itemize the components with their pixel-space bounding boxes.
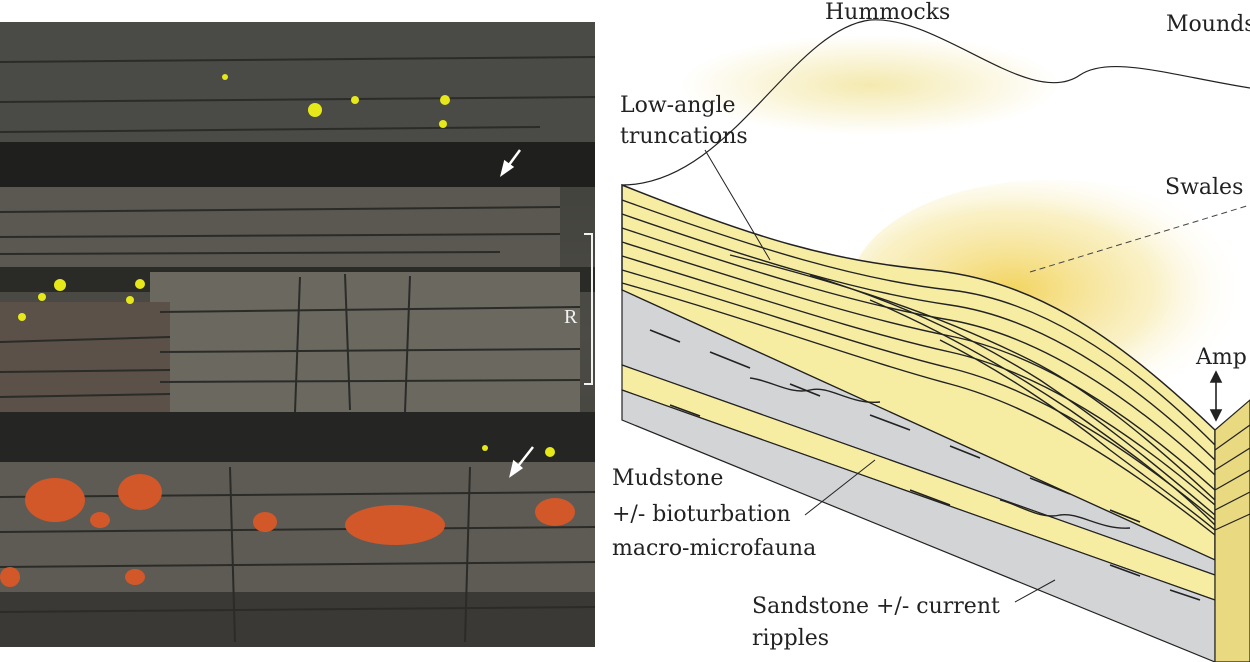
scale-bracket xyxy=(584,233,593,385)
block-right-face xyxy=(1214,399,1250,662)
lichen-yellow xyxy=(18,74,555,457)
rock-fractures xyxy=(229,273,471,643)
block-diagram xyxy=(621,19,1250,662)
label-hummocks: Hummocks xyxy=(825,0,951,25)
label-mudstone-2: +/- bioturbation xyxy=(612,502,791,527)
truncation-leader-line xyxy=(704,149,771,261)
swales-leader-line xyxy=(1029,204,1250,273)
top-surface-line xyxy=(621,19,1250,186)
hcs-laminae xyxy=(621,199,1216,536)
rock-laminae xyxy=(0,56,595,613)
mudstone-leader-line xyxy=(804,459,876,516)
rock-bed-middle-left xyxy=(0,302,170,422)
label-sandstone-1: Sandstone +/- current xyxy=(752,594,1000,619)
amplitude-arrow xyxy=(1209,370,1223,422)
lichen-orange xyxy=(0,474,575,587)
arrow-upper xyxy=(499,149,522,177)
label-low-angle-1: Low-angle xyxy=(620,93,736,118)
scale-label-r: R xyxy=(564,306,578,328)
rock-bed-bottom xyxy=(0,592,595,647)
label-mudstone-1: Mudstone xyxy=(612,466,724,491)
rock-shadow-band-3 xyxy=(0,412,595,462)
label-mounds: Mounds xyxy=(1166,12,1250,37)
outcrop-photo xyxy=(0,22,595,647)
rock-bed-upper xyxy=(0,187,560,267)
right-face-laminae xyxy=(1214,424,1250,531)
label-sandstone-2: ripples xyxy=(752,626,830,651)
rock-bed-top xyxy=(0,22,595,142)
ripple-lines xyxy=(749,377,1131,529)
label-low-angle-2: truncations xyxy=(620,124,748,149)
arrow-lower xyxy=(509,446,534,478)
rock-shadow-band xyxy=(0,142,595,187)
sandstone-leader-line xyxy=(1014,579,1056,603)
sandstone-hcs-unit xyxy=(621,183,1216,562)
label-swales: Swales xyxy=(1165,175,1244,200)
hummock-glow xyxy=(680,35,1060,135)
mudstone-dashes xyxy=(649,329,1201,601)
label-mudstone-3: macro-microfauna xyxy=(612,536,817,561)
rock-bed-middle xyxy=(150,272,580,412)
label-amplitude: Amp xyxy=(1196,345,1247,370)
mudstone-layer-lower xyxy=(621,389,1216,662)
